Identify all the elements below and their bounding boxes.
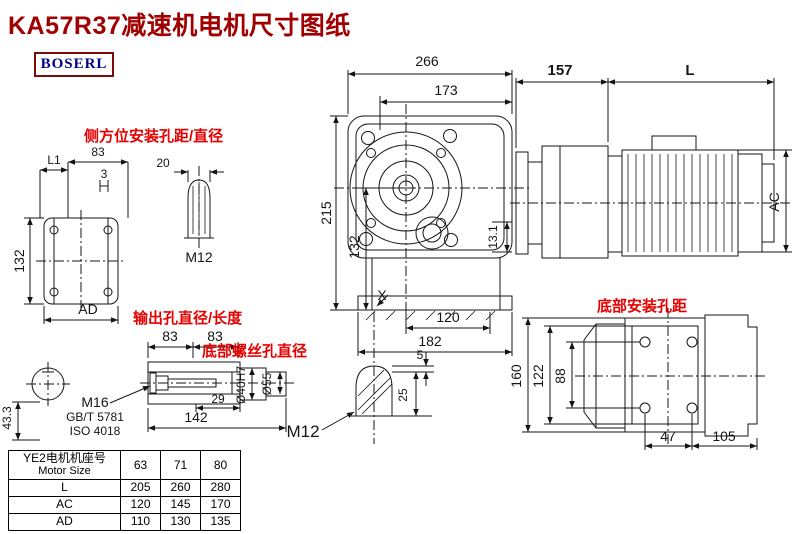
pin-thread-label: M12 bbox=[185, 249, 212, 265]
boserl-logo: BOSERL bbox=[34, 52, 114, 77]
motor-view-dimensions bbox=[515, 78, 792, 253]
dim-13-1-label: 13.1 bbox=[486, 225, 500, 249]
dim-43-3-label: 43.3 bbox=[0, 406, 14, 430]
bore-dia-label: Ø40H7 bbox=[234, 366, 248, 404]
table-size-63: 63 bbox=[120, 450, 161, 480]
drawing-labels: 266 173 215 132 13.1 X 120 182 157 L AC … bbox=[0, 53, 782, 444]
dim-142-label: 142 bbox=[184, 409, 208, 425]
table-cell: 260 bbox=[160, 478, 201, 497]
table-header-cn: YE2电机机座号 bbox=[23, 451, 106, 465]
dim-20-label: 20 bbox=[156, 156, 170, 170]
table-row-AD: AD 110 130 135 bbox=[8, 512, 241, 531]
dim-88-label: 88 bbox=[552, 368, 568, 384]
table-cell: 135 bbox=[200, 512, 241, 531]
table-cell: 280 bbox=[200, 478, 241, 497]
bottom-mount-view bbox=[575, 308, 768, 444]
output-shaft-detail bbox=[26, 361, 294, 406]
dim-L-label: L bbox=[685, 62, 694, 79]
page-title: KA57R37减速机电机尺寸图纸 bbox=[8, 12, 351, 40]
left-view-dimensions bbox=[24, 159, 224, 324]
table-header-en: Motor Size bbox=[38, 465, 91, 478]
table-row-label: L bbox=[8, 478, 121, 497]
motor-size-table: YE2电机机座号 Motor Size 63 71 80 L 205 260 2… bbox=[8, 450, 241, 531]
dim-83b-label: 83 bbox=[207, 328, 223, 344]
bottom-view-dimensions bbox=[522, 317, 758, 450]
left-side-view bbox=[36, 166, 214, 312]
dim-5-label: 5 bbox=[417, 348, 424, 362]
bottom-thread-label: M12 bbox=[286, 422, 319, 441]
dim-3-label: 3 bbox=[101, 167, 108, 181]
dim-83a-label: 83 bbox=[162, 328, 178, 344]
dim-160-label: 160 bbox=[508, 364, 524, 388]
table-row-L: L 205 260 280 bbox=[8, 478, 241, 497]
ground-hatch bbox=[365, 310, 496, 321]
dim-266-label: 266 bbox=[415, 53, 439, 69]
table-row-AC: AC 120 145 170 bbox=[8, 495, 241, 514]
table-cell: 120 bbox=[120, 495, 161, 514]
std-gb-label: GB/T 5781 bbox=[66, 410, 124, 424]
side-mount-label: 侧方位安装孔距/直径 bbox=[84, 127, 223, 145]
dim-AD-label: AD bbox=[78, 301, 97, 317]
table-row-label: AD bbox=[8, 512, 121, 531]
dim-29-label: 29 bbox=[211, 392, 225, 406]
bottom-screw-detail bbox=[321, 312, 434, 444]
shaft-od-label: Ø55 bbox=[260, 372, 274, 395]
bottom-screw-label: 底部螺丝孔直径 bbox=[202, 342, 307, 360]
dim-120-label: 120 bbox=[436, 309, 460, 325]
dim-25-label: 25 bbox=[396, 388, 410, 402]
table-cell: 145 bbox=[160, 495, 201, 514]
dim-47-label: 47 bbox=[660, 428, 676, 444]
bottom-mount-label: 底部安装孔距 bbox=[597, 297, 687, 315]
dim-132-front-label: 132 bbox=[346, 235, 362, 259]
front-view-dimensions bbox=[330, 70, 513, 356]
table-size-80: 80 bbox=[200, 450, 241, 480]
front-view bbox=[334, 104, 530, 334]
dim-173-label: 173 bbox=[434, 82, 458, 98]
dim-83-side-label: 83 bbox=[91, 145, 105, 159]
std-iso-label: ISO 4018 bbox=[70, 424, 121, 438]
dim-157-label: 157 bbox=[547, 62, 572, 79]
table-cell: 130 bbox=[160, 512, 201, 531]
table-cell: 110 bbox=[120, 512, 161, 531]
dim-215-label: 215 bbox=[318, 201, 334, 225]
table-header-cell: YE2电机机座号 Motor Size bbox=[8, 450, 121, 480]
table-header-row: YE2电机机座号 Motor Size 63 71 80 bbox=[8, 450, 241, 480]
table-cell: 170 bbox=[200, 495, 241, 514]
dim-182-label: 182 bbox=[418, 333, 442, 349]
table-row-label: AC bbox=[8, 495, 121, 514]
dim-AC-label: AC bbox=[766, 192, 782, 211]
shaft-thread-label: M16 bbox=[81, 394, 108, 410]
dim-122-label: 122 bbox=[530, 364, 546, 388]
x-mark-label: X bbox=[377, 287, 387, 303]
output-hole-label: 输出孔直径/长度 bbox=[133, 309, 243, 327]
boserl-logo-text: BOSERL bbox=[40, 56, 108, 72]
dim-L1-label: L1 bbox=[47, 153, 61, 167]
dim-105-label: 105 bbox=[712, 428, 736, 444]
table-size-71: 71 bbox=[160, 450, 201, 480]
dim-132-side-label: 132 bbox=[11, 249, 27, 273]
table-cell: 205 bbox=[120, 478, 161, 497]
output-detail-dimensions bbox=[12, 342, 287, 441]
motor-side-view bbox=[510, 135, 790, 259]
